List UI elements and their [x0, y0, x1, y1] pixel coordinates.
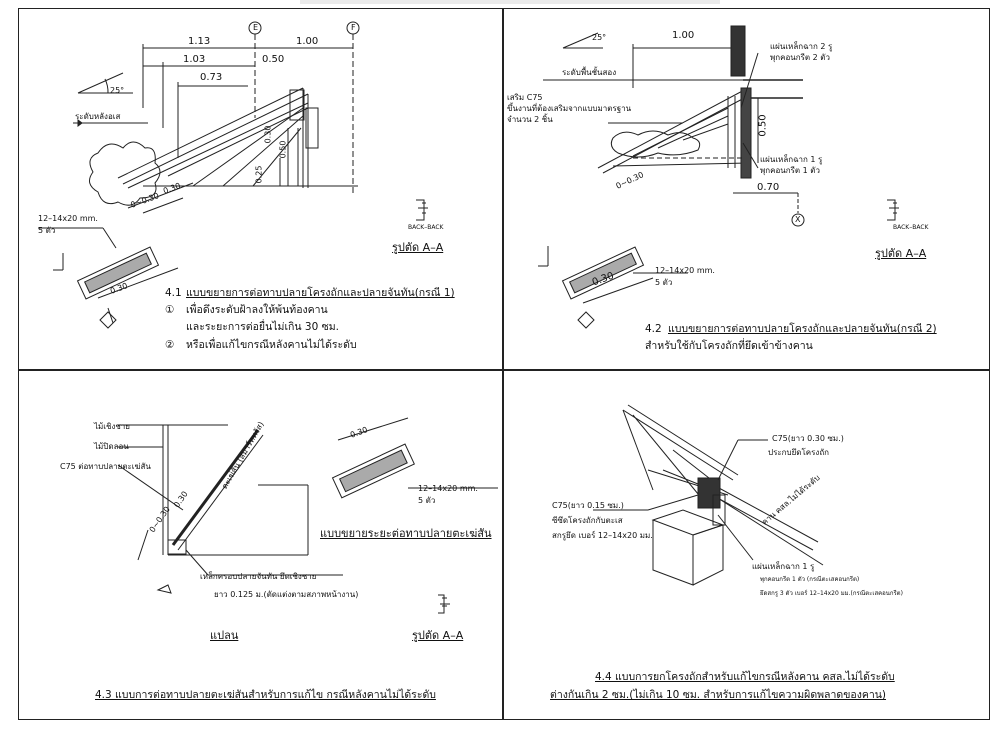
- drawing-sheet-border: [18, 8, 990, 720]
- dim-0-50: 0.50: [262, 54, 285, 65]
- vertical-divider: [502, 8, 504, 720]
- bolt-label: 12–14x20 mm.: [418, 484, 478, 493]
- steel-sub: ยาว 0.125 ม.(ตัดแต่งตามสภาพหน้างาน): [214, 590, 359, 599]
- horizontal-divider: [18, 369, 990, 371]
- panel2-caption-sub: สำหรับใช้กับโครงถักที่ยึดเข้าข้างคาน: [645, 340, 813, 352]
- angle-label: 25°: [592, 33, 607, 42]
- c75-left-label: C75(ยาว 0.15 ซม.): [552, 501, 624, 510]
- reinforce-line2: ขึ้นงานที่ต้องเสริมจากแบบมาตรฐาน: [507, 104, 632, 113]
- panel4-caption-line2: ต่างกันเกิน 2 ซม.(ไม่เกิน 10 ซม. สำหรับก…: [550, 689, 887, 701]
- dim-1-00: 1.00: [672, 30, 695, 41]
- detail-title: แบบขยายระยะต่อทาบปลายตะเฆ่สัน: [320, 527, 492, 540]
- plate-top-label: แผ่นเหล็กฉาก 2 รู: [770, 42, 833, 51]
- cropped-header-strip: [300, 0, 720, 4]
- bolt-label: 12–14x20 mm.: [38, 214, 98, 223]
- panel3-drawing: [117, 417, 498, 614]
- grid-marker-f: F: [351, 23, 356, 32]
- panel1-caption-title: แบบขยายการต่อทาบปลายโครงถักและปลายจันทัน…: [186, 287, 455, 299]
- dim-0-50-vertical: 0.50: [757, 114, 769, 137]
- panel3-caption: 4.3 แบบการต่อทาบปลายตะเฆ่สันสำหรับการแก้…: [95, 689, 436, 701]
- item1-line1: เพื่อดึงระดับฝ้าลงให้พ้นท้องคาน: [186, 304, 328, 316]
- label-fascia: ไม้เชิงชาย: [94, 422, 130, 431]
- panel2-caption-title: แบบขยายการต่อทาบปลายโครงถักและปลายจันทัน…: [668, 323, 937, 335]
- panel4-caption-line1: 4.4 แบบการยกโครงถักสำหรับแก้ไขกรณีหลังคา…: [595, 671, 895, 683]
- reinforce-line1: เสริม C75: [507, 93, 543, 102]
- bolt-count: 5 ตัว: [655, 278, 673, 287]
- grid-marker-x: X: [795, 215, 801, 224]
- item2-marker: ②: [165, 339, 175, 351]
- c75-left-sub1: ซีซึดโครงถักกับตะเส: [552, 516, 623, 525]
- panel4-drawing: [593, 404, 824, 586]
- c75-top-label: C75(ยาว 0.30 ซม.): [772, 434, 844, 443]
- plate-bottom-sub: พุกคอนกรีต 1 ตัว: [760, 166, 820, 175]
- bolt-count: 5 ตัว: [38, 226, 56, 235]
- item1-marker: ①: [165, 304, 175, 316]
- dim-0-30-vertical: 0.30: [263, 125, 273, 144]
- dim-0-70: 0.70: [757, 182, 780, 193]
- label-cover-board: ไม้ปิดลอน: [94, 442, 129, 451]
- back-back-label: BACK–BACK: [408, 224, 444, 231]
- grid-marker-e: E: [253, 23, 259, 32]
- panel1-drawing: [38, 21, 428, 329]
- level-label: ระดับหลังอเส: [75, 112, 121, 121]
- plate-sub2: ยึดสกรู 3 ตัว เบอร์ 12–14x20 มม.(กรณีตะเ…: [760, 590, 903, 597]
- plate-top-sub: พุกคอนกรีต 2 ตัว: [770, 53, 830, 62]
- plan-label: แปลน: [210, 629, 239, 642]
- section-label: รูปตัด A–A: [392, 241, 444, 254]
- back-back-label: BACK–BACK: [893, 224, 929, 231]
- panel2-caption-number: 4.2: [645, 323, 662, 335]
- c75-left-sub2: สกรูยึด เบอร์ 12–14x20 มม.: [552, 531, 653, 540]
- panel2-drawing: [538, 25, 899, 329]
- reinforce-line3: จำนวน 2 ชิ้น: [507, 115, 553, 124]
- angle-label: 25°: [110, 86, 125, 95]
- level-label: ระดับพื้นชั้นสอง: [562, 68, 617, 77]
- plate-label: แผ่นเหล็กฉาก 1 รู: [752, 562, 815, 571]
- panel1-caption-number: 4.1: [165, 287, 182, 299]
- dim-0-73: 0.73: [200, 72, 223, 83]
- plate-bottom-label: แผ่นเหล็กฉาก 1 รู: [760, 155, 823, 164]
- dim-0-25-vertical: 0.25: [254, 165, 264, 184]
- section-label: รูปตัด A–A: [875, 247, 927, 260]
- dim-1-13: 1.13: [188, 36, 211, 47]
- dim-1-03: 1.03: [183, 54, 206, 65]
- plate-sub1: พุกคอนกรีต 1 ตัว (กรณีตะเสคอนกรีต): [760, 576, 860, 583]
- section-label: รูปตัด A–A: [412, 629, 464, 642]
- dim-1-00: 1.00: [296, 36, 319, 47]
- item1-line2: และระยะการต่อยื่นไม่เกิน 30 ซม.: [186, 321, 340, 333]
- bolt-label: 12–14x20 mm.: [655, 266, 715, 275]
- item2-line: หรือเพื่อแก้ไขกรณีหลังคานไม่ได้ระดับ: [186, 339, 357, 351]
- steel-label: เหล็กครอบปลายจันทัน ยึดเชิงชาย: [200, 572, 317, 581]
- c75-top-sub: ประกบยึดโครงถัก: [768, 448, 830, 457]
- dim-0-50-vertical: 0.50: [278, 140, 288, 159]
- label-c75: C75 ต่อทาบปลายตะเฆ่สัน: [60, 462, 151, 471]
- bolt-count: 5 ตัว: [418, 496, 436, 505]
